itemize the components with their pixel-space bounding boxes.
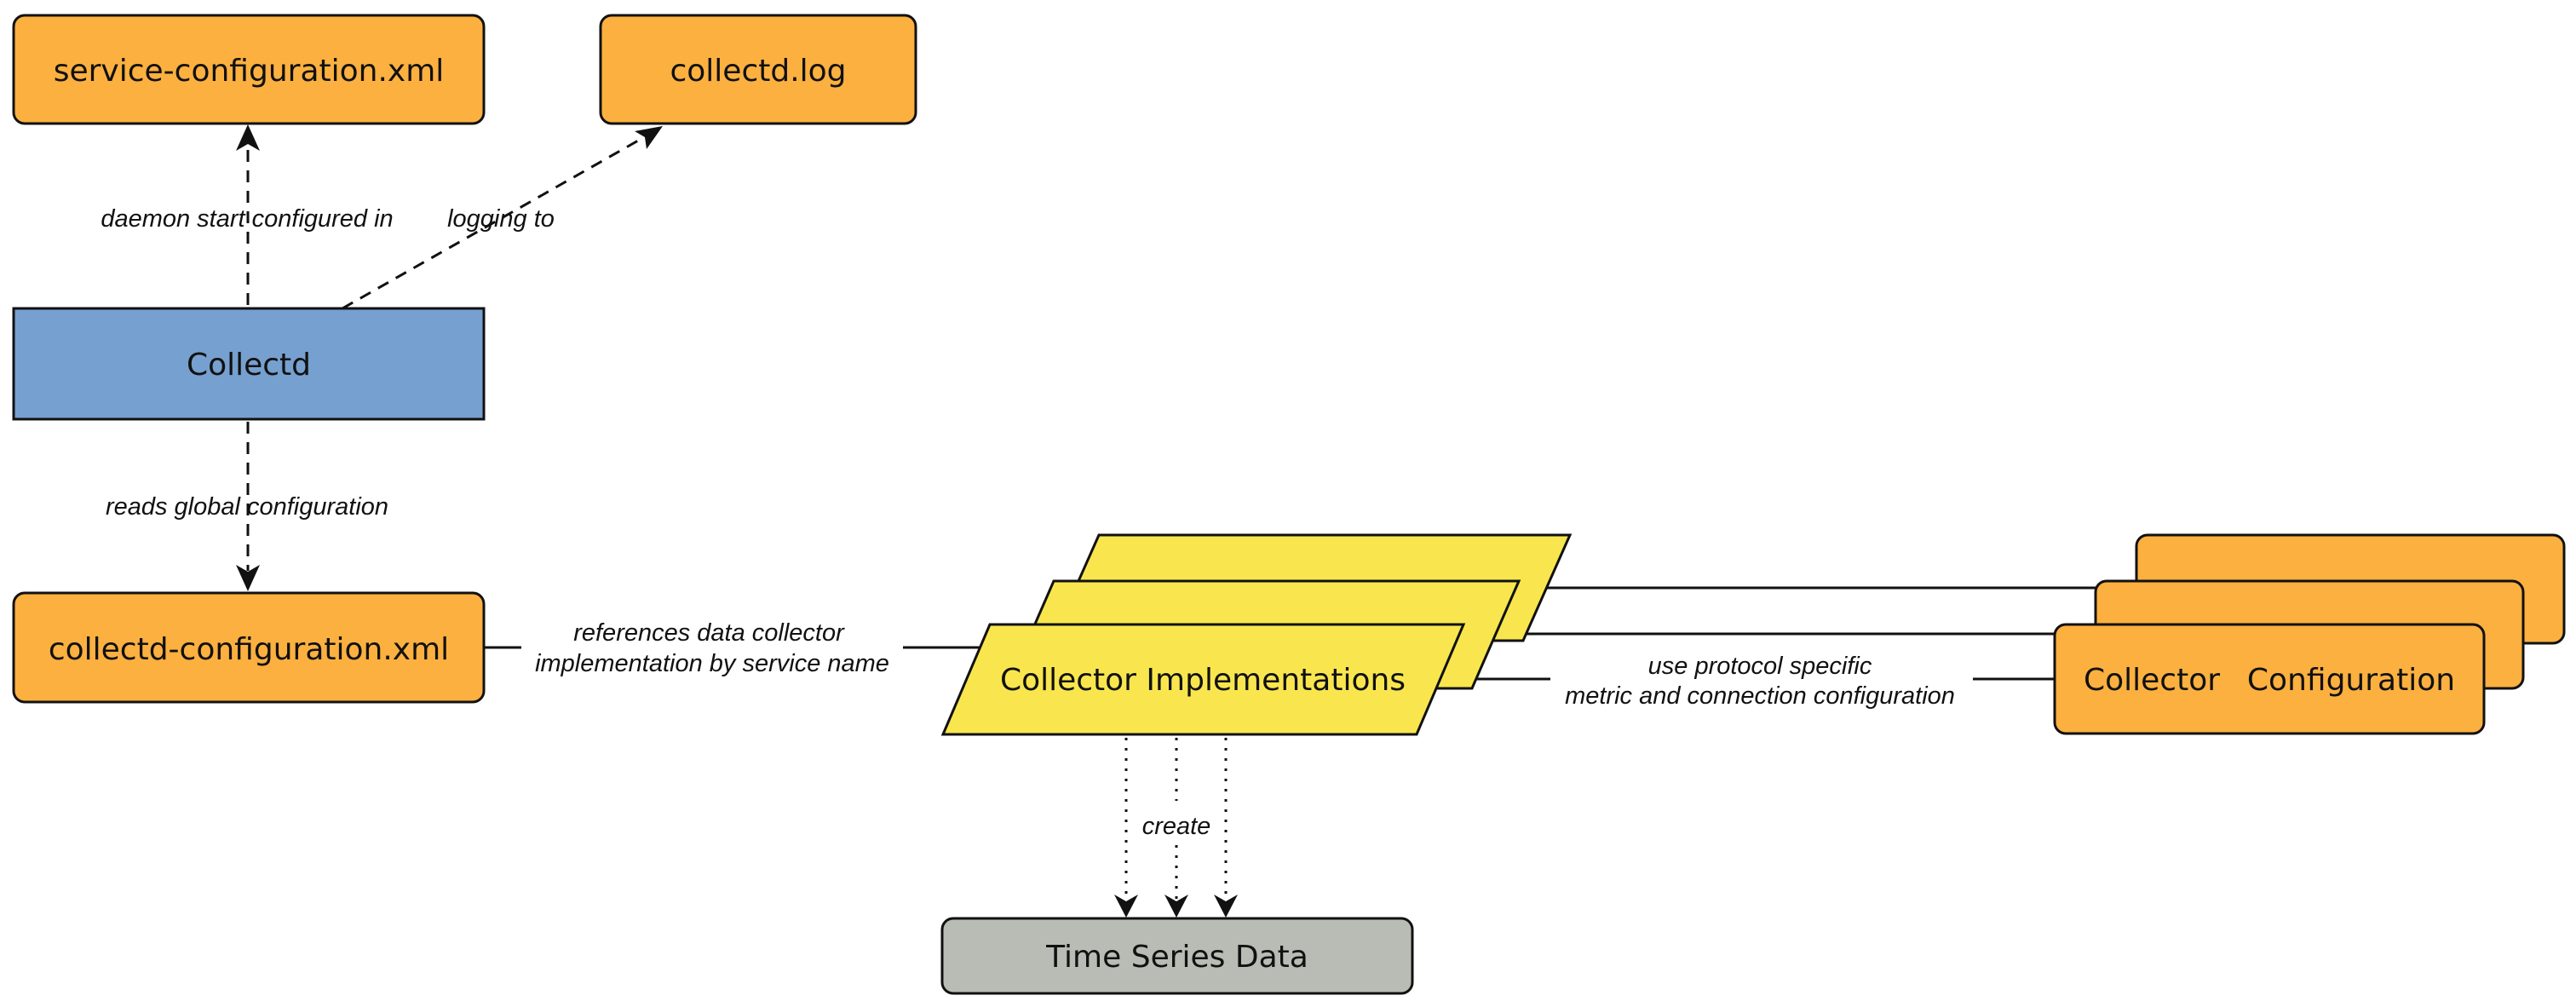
node-collectd-log-label: collectd.log — [670, 54, 846, 89]
arrowhead-create-3 — [1214, 895, 1238, 918]
label-protocol-line1: use protocol specific — [1648, 653, 1872, 680]
node-collectd-configuration-label: collectd-configuration.xml — [49, 632, 449, 667]
label-references-line1: references data collector — [573, 619, 845, 647]
configuration-card-front — [2053, 623, 2486, 735]
arrowhead-collectd-config — [236, 565, 260, 591]
arrowhead-service-config — [236, 124, 260, 151]
label-logging-to: logging to — [447, 205, 555, 233]
arrowhead-collectd-log — [635, 126, 663, 149]
node-time-series-data-label: Time Series Data — [1045, 940, 1308, 975]
label-create: create — [1142, 813, 1211, 840]
node-collectd-log: collectd.log — [599, 14, 917, 125]
node-collectd-configuration: collectd-configuration.xml — [12, 591, 486, 704]
arrowhead-create-1 — [1114, 895, 1138, 918]
label-daemon-start: daemon start configured in — [101, 205, 393, 233]
node-service-configuration: service-configuration.xml — [12, 14, 486, 125]
node-collectd-label: Collectd — [187, 348, 311, 383]
node-time-series-data: Time Series Data — [940, 917, 1414, 995]
node-collector-configuration-label-right: Configuration — [2247, 663, 2455, 698]
edge-logging-to — [342, 135, 647, 310]
implementation-card-front — [940, 623, 1466, 736]
label-references-line2: implementation by service name — [535, 650, 889, 677]
node-collector-implementations-label: Collector Implementations — [1000, 663, 1406, 698]
label-protocol-line2: metric and connection configuration — [1565, 682, 1955, 710]
arrowhead-create-2 — [1164, 895, 1188, 918]
node-collector-implementations: Collector Implementations — [940, 533, 1573, 736]
node-collector-configuration-label-left: Collector — [2084, 663, 2220, 698]
node-collectd: Collectd — [12, 307, 486, 421]
label-reads-global: reads global configuration — [106, 493, 388, 521]
node-service-configuration-label: service-configuration.xml — [54, 54, 445, 89]
node-collector-configuration: Collector Configuration — [2053, 533, 2566, 735]
